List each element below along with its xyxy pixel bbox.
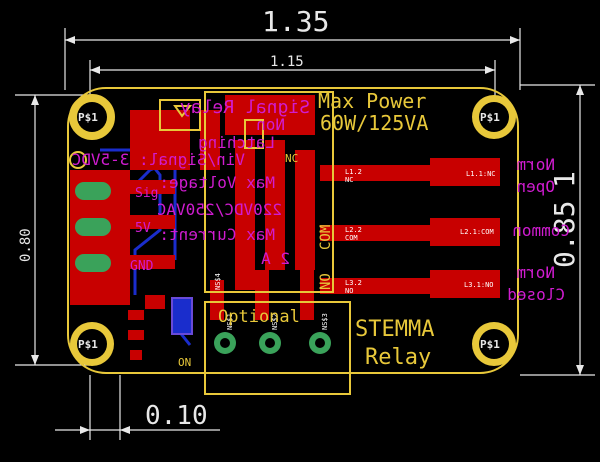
t1-right: L1.1:NC	[466, 170, 496, 178]
mounting-hole-bottom-left	[70, 322, 114, 366]
note-line7: Max Current:	[159, 225, 275, 244]
t2-top: L2.2	[345, 226, 362, 234]
dimension-lines	[15, 28, 595, 440]
dim-height-inner: 0.80	[18, 228, 34, 262]
note-line8: 2 A	[261, 249, 290, 268]
t3-top: L3.2	[345, 279, 362, 287]
header-label-5v: 5V	[135, 221, 151, 236]
terminal-common: Common	[512, 221, 570, 240]
t3-bot: NO	[345, 287, 353, 295]
dim-offset: 0.10	[145, 401, 208, 431]
dim-height-outer: 0.85	[548, 201, 581, 268]
no-label: NO	[318, 273, 334, 290]
t3-right: L3.1:NO	[464, 281, 494, 289]
pin1-marker	[69, 151, 87, 169]
t2-right: L2.1:COM	[460, 228, 494, 236]
hole-label-bl: P$1	[78, 338, 98, 351]
left-header-pads	[75, 182, 111, 272]
relay-label: Relay	[365, 345, 431, 370]
max-power-line1: Max Power	[318, 89, 426, 113]
optional-label: Optional	[218, 307, 300, 327]
header-label-sig: Sig	[135, 186, 158, 201]
dim-height-outer-suffix: 1	[548, 171, 581, 188]
board-outline	[67, 87, 519, 374]
on-label: ON	[178, 356, 191, 369]
note-line6: 220VDC/250VAC	[157, 200, 282, 219]
t1-bot: NC	[345, 176, 353, 184]
nc-label: NC	[285, 152, 298, 165]
mirrored-notes: Signal Relay Non Latching Vin/Signal: 3-…	[72, 97, 570, 304]
dim-width-outer: 1.35	[262, 5, 329, 38]
pin-ns1: NS$1	[226, 313, 234, 330]
hole-label-tr: P$1	[480, 111, 500, 124]
hole-label-br: P$1	[480, 338, 500, 351]
terminal-norm-open-1: Norm	[516, 155, 555, 174]
note-line5: Max Voltage:	[159, 173, 275, 192]
header-label-gnd: GND	[130, 259, 154, 274]
mounting-hole-bottom-right	[472, 322, 516, 366]
pin-ns3: NS$3	[321, 313, 329, 330]
max-power-line2: 60W/125VA	[320, 111, 428, 135]
terminal-norm-open-2: Open	[516, 177, 555, 196]
terminal-norm-closed-2: Closed	[507, 285, 565, 304]
dim-width-inner: 1.15	[270, 54, 304, 70]
pin-ns2: NS$2	[271, 313, 279, 330]
note-line2: Non	[256, 115, 285, 134]
com-label: COM	[318, 225, 334, 250]
t1-top: L1.2	[345, 168, 362, 176]
top-copper	[70, 95, 500, 360]
stemma-label: STEMMA	[355, 317, 434, 342]
t2-bot: COM	[345, 234, 358, 242]
dimension-arrows	[31, 36, 584, 434]
pin-ns4: NS$4	[214, 273, 222, 290]
silkscreen-outlines	[159, 91, 351, 395]
mounting-hole-top-right	[472, 95, 516, 139]
note-line3: Latching	[198, 133, 275, 152]
terminal-norm-closed-1: Norm	[516, 263, 555, 282]
mounting-hole-top-left	[69, 94, 115, 140]
note-line4: Vin/Signal: 3-5VDC	[72, 150, 245, 169]
optional-pins	[214, 332, 331, 354]
hole-label-tl: P$1	[78, 111, 98, 124]
note-line1: Signal Relay	[180, 97, 310, 118]
